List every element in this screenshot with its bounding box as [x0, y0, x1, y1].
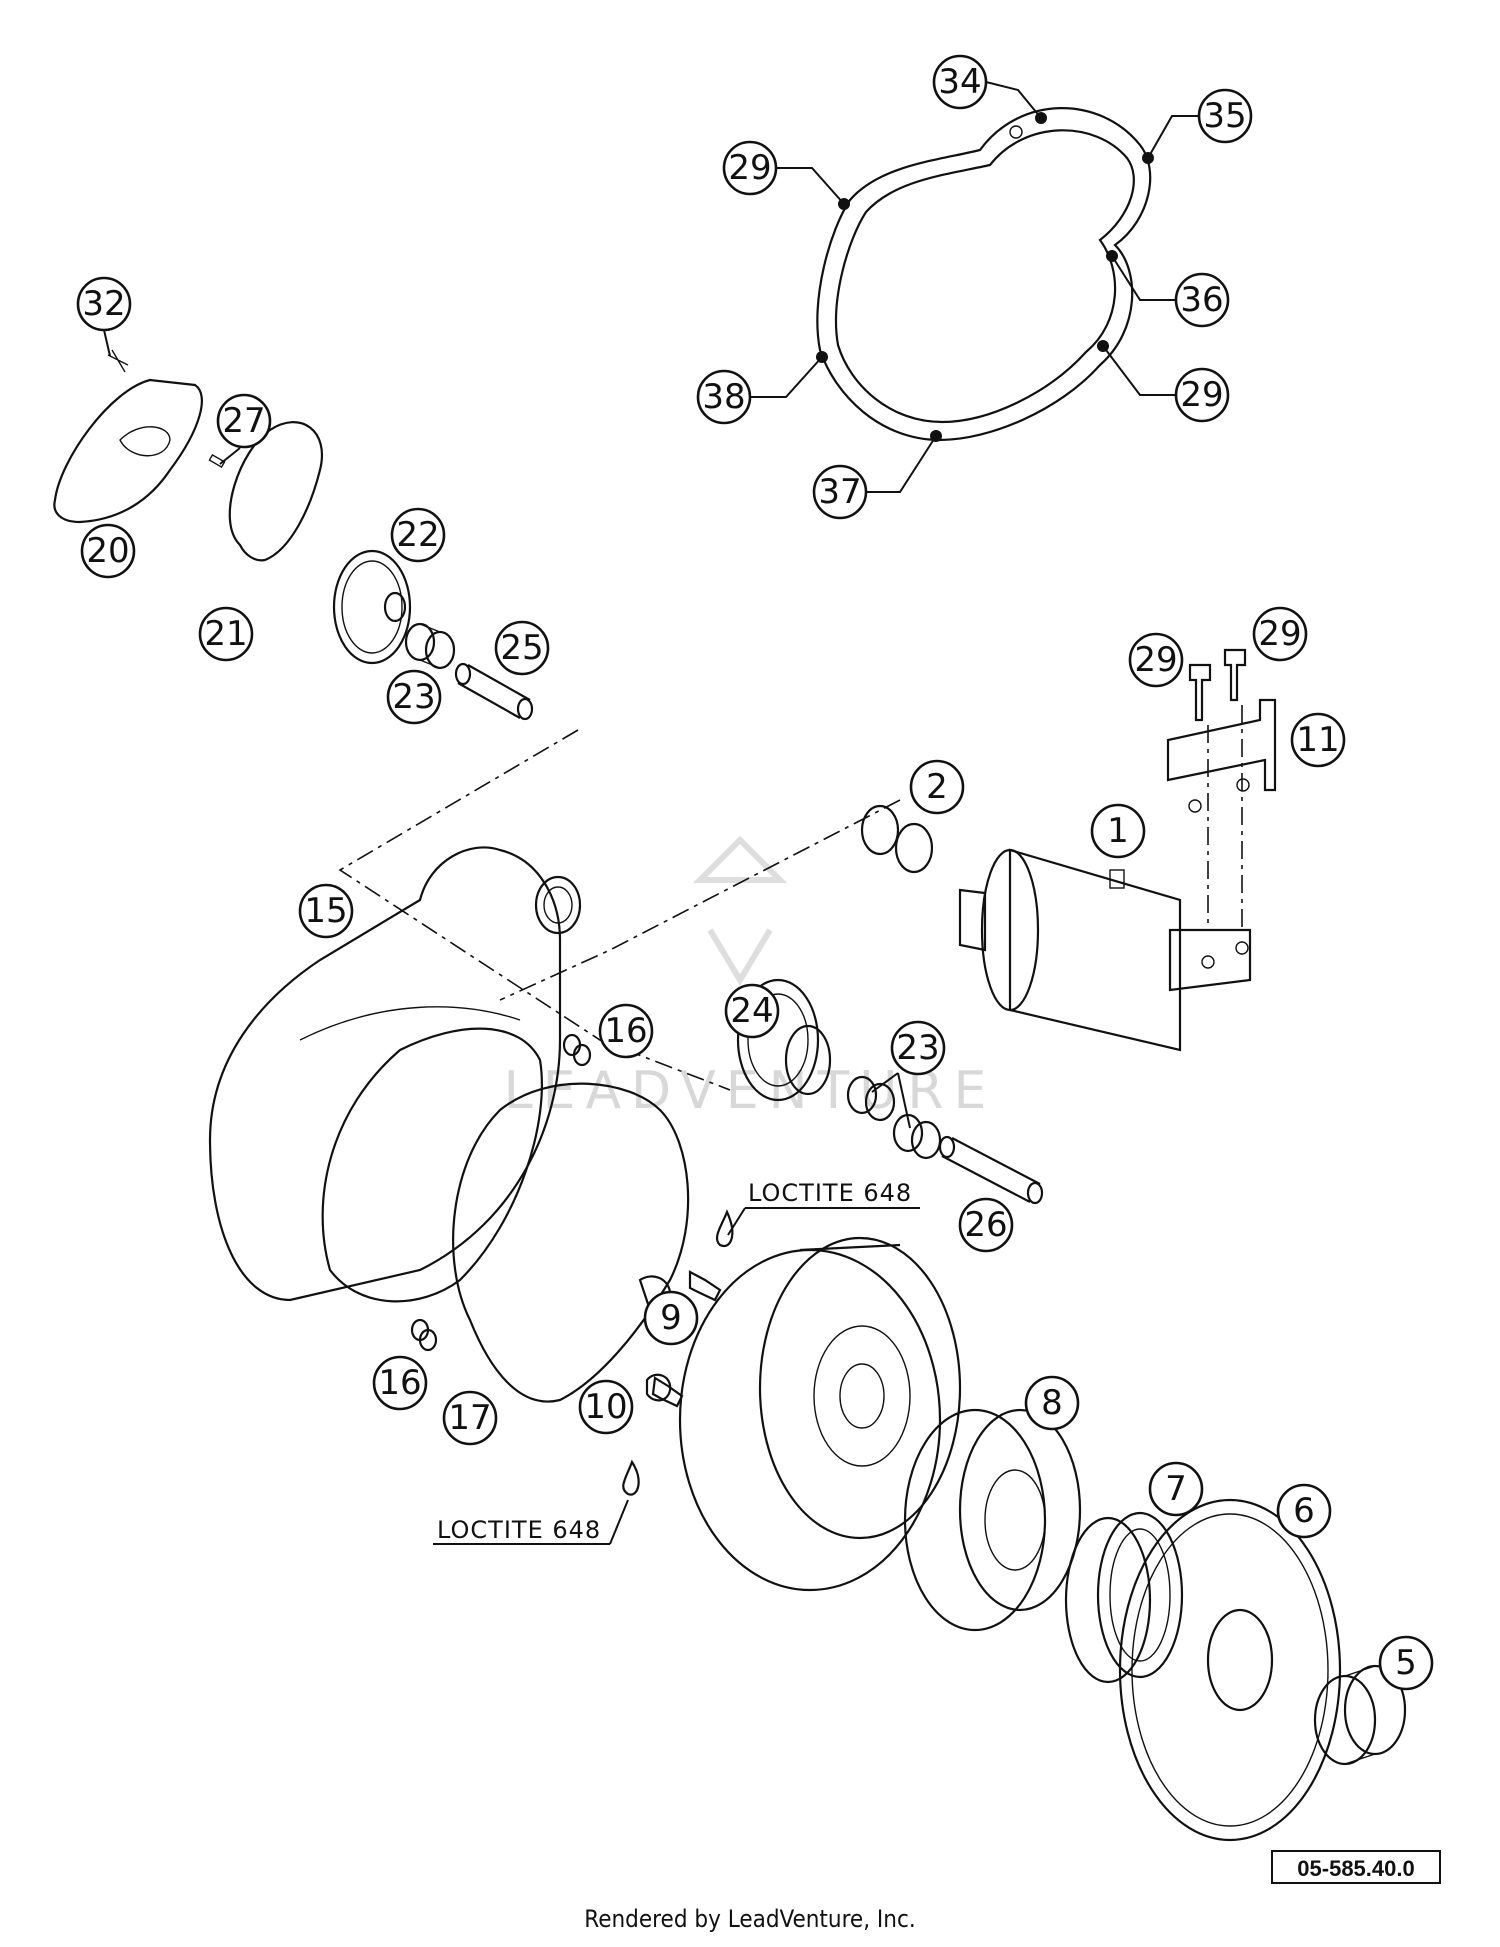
- loctite-note-bottom: LOCTITE 648: [433, 1499, 629, 1545]
- starter-motor: [958, 848, 1252, 1052]
- svg-text:38: 38: [702, 377, 745, 417]
- pump-cover: [53, 349, 226, 524]
- svg-text:10: 10: [584, 1387, 627, 1427]
- svg-text:11: 11: [1296, 720, 1339, 760]
- callout-1: 1: [1090, 803, 1146, 859]
- svg-text:37: 37: [818, 472, 861, 512]
- callout-26: 26: [958, 1197, 1014, 1253]
- callout-15: 15: [298, 883, 354, 939]
- callout-36: 36: [1174, 272, 1230, 328]
- starter-bolts: [1188, 648, 1247, 722]
- cover-gasket: [816, 107, 1154, 442]
- assembly-lines: [338, 705, 1243, 1091]
- callout-16a: 16: [598, 1003, 654, 1059]
- render-credit: Rendered by LeadVenture, Inc.: [584, 1905, 916, 1933]
- svg-text:20: 20: [86, 531, 129, 571]
- svg-text:21: 21: [204, 614, 247, 654]
- callout-29c: 29: [1128, 632, 1184, 688]
- freewheel-hub: [903, 1408, 1082, 1632]
- callout-8: 8: [1024, 1375, 1080, 1431]
- needle-bearing-5: [1313, 1664, 1407, 1766]
- svg-text:6: 6: [1293, 1491, 1315, 1531]
- document-number: 05-585.40.0: [1271, 1850, 1441, 1884]
- starter-orings: [860, 804, 934, 874]
- svg-text:2: 2: [926, 767, 948, 807]
- loctite-label-bottom: LOCTITE 648: [437, 1516, 601, 1544]
- callout-32: 32: [76, 276, 132, 332]
- flywheel-rotor: [678, 1236, 962, 1592]
- callout-22: 22: [390, 507, 446, 563]
- svg-text:27: 27: [222, 401, 265, 441]
- svg-text:8: 8: [1041, 1383, 1063, 1423]
- callout-29a: 29: [722, 140, 778, 196]
- callout-25: 25: [494, 620, 550, 676]
- ignition-cover: [208, 846, 582, 1302]
- dowel-pin-upper: [562, 1033, 592, 1067]
- callout-20: 20: [80, 523, 136, 579]
- intermediate-gear: [736, 978, 832, 1102]
- callout-34: 34: [932, 54, 988, 110]
- svg-text:16: 16: [604, 1011, 647, 1051]
- shaft-pin-26: [938, 1135, 1044, 1205]
- callout-6: 6: [1276, 1483, 1332, 1539]
- svg-text:25: 25: [500, 628, 543, 668]
- callout-7: 7: [1148, 1461, 1204, 1517]
- cover-gasket-17b: [321, 1027, 543, 1303]
- flywheel-screws: [622, 1209, 734, 1496]
- svg-text:29: 29: [1258, 614, 1301, 654]
- svg-text:7: 7: [1165, 1469, 1187, 1509]
- svg-text:17: 17: [448, 1398, 491, 1438]
- svg-text:24: 24: [730, 991, 773, 1031]
- cover-gasket-17: [452, 1082, 690, 1403]
- callout-24: 24: [724, 983, 780, 1039]
- callout-16b: 16: [372, 1355, 428, 1411]
- callout-27: 27: [216, 393, 272, 449]
- callout-29b: 29: [1174, 367, 1230, 423]
- svg-text:16: 16: [378, 1363, 421, 1403]
- svg-text:29: 29: [1134, 640, 1177, 680]
- watermark: LEADVENTURE: [504, 835, 986, 1121]
- loctite-label-top: LOCTITE 648: [748, 1179, 912, 1207]
- callout-29d: 29: [1252, 606, 1308, 662]
- callouts: 34 35 29 36 29 38 37 32 27 20 21 22 23 2…: [76, 54, 1434, 1691]
- callout-35: 35: [1197, 88, 1253, 144]
- callout-leaders: [103, 81, 1200, 1129]
- loctite-note-top: LOCTITE 648: [727, 1179, 920, 1236]
- starter-bracket: [1166, 698, 1277, 813]
- pump-gear: [332, 549, 412, 665]
- svg-text:23: 23: [896, 1028, 939, 1068]
- svg-text:32: 32: [82, 284, 125, 324]
- needle-bearing-top: [404, 622, 456, 670]
- svg-text:26: 26: [964, 1205, 1007, 1245]
- starter-gear: [1118, 1498, 1342, 1842]
- pump-oring: [228, 421, 323, 562]
- svg-text:22: 22: [396, 515, 439, 555]
- callout-9: 9: [643, 1290, 699, 1346]
- dowel-pin-lower: [410, 1318, 438, 1352]
- callout-38: 38: [696, 369, 752, 425]
- callout-17: 17: [442, 1390, 498, 1446]
- svg-text:35: 35: [1203, 96, 1246, 136]
- svg-text:34: 34: [938, 62, 981, 102]
- callout-37: 37: [812, 464, 868, 520]
- callout-23b: 23: [890, 1020, 946, 1076]
- callout-21: 21: [198, 606, 254, 662]
- svg-text:36: 36: [1180, 280, 1223, 320]
- callout-11: 11: [1290, 712, 1346, 768]
- callout-10: 10: [578, 1379, 634, 1435]
- callout-2: 2: [909, 759, 965, 815]
- svg-text:1: 1: [1107, 811, 1129, 851]
- svg-text:15: 15: [304, 891, 347, 931]
- svg-text:29: 29: [728, 148, 771, 188]
- svg-text:23: 23: [392, 677, 435, 717]
- freewheel: [1064, 1511, 1184, 1684]
- svg-text:9: 9: [660, 1298, 682, 1338]
- callout-23a: 23: [386, 669, 442, 725]
- svg-text:29: 29: [1180, 375, 1223, 415]
- callout-5: 5: [1378, 1635, 1434, 1691]
- shaft-pin-25: [454, 662, 534, 721]
- svg-text:5: 5: [1395, 1643, 1417, 1683]
